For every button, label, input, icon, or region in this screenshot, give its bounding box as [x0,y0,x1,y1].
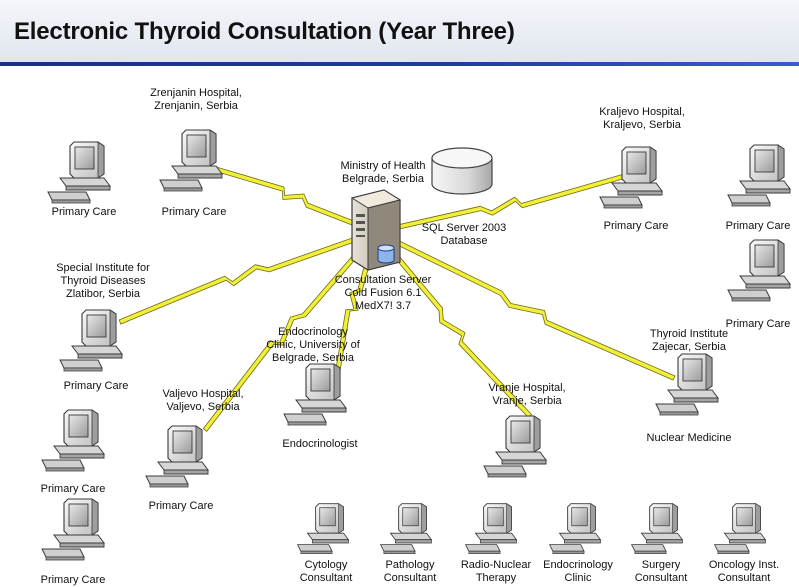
valjevo-label: Valjevo Hospital, Valjevo, Serbia [162,388,243,414]
network-link [374,229,676,381]
zrenjanin-label-line2: Zrenjanin, Serbia [154,100,238,112]
pc5-label: Primary Care [725,318,791,330]
endo-clinic-label-line3: Belgrade, Serbia [272,352,354,364]
zlatibor-label: Special Institute for Thyroid Diseases Z… [56,262,150,301]
computer-icon [549,503,601,555]
endo-clinic-label: Endocrinology Clinic, University of Belg… [266,326,360,365]
endocrinology-clinic-label-line2: Clinic [564,572,592,584]
computer-icon [599,146,663,209]
computer-icon [714,503,766,555]
computer-icon [47,141,111,204]
server-label-line1: Consultation Server [334,274,432,286]
zrenjanin-label-line1: Zrenjanin Hospital, [150,87,242,99]
pc2-label: Primary Care [161,206,227,218]
pc4-label: Primary Care [725,220,791,232]
vranje-label: Vranje Hospital, Vranje, Serbia [488,382,565,408]
pathology-label-line1: Pathology [385,559,435,571]
network-link [118,229,378,325]
ministry-label: Ministry of Health Belgrade, Serbia [341,160,426,186]
pc7-label: Primary Care [40,483,106,495]
valjevo-label-line2: Valjevo, Serbia [166,401,240,413]
zajecar-label-line1: Thyroid Institute [649,328,729,340]
endocrinologist-label: Endocrinologist [282,438,358,450]
computer-icon [283,363,347,426]
oncology-label-line2: Consultant [717,572,771,584]
pathology-label-line2: Consultant [383,572,437,584]
vranje-label-line2: Vranje, Serbia [492,395,562,407]
zlatibor-label-line2: Thyroid Diseases [60,275,146,287]
computer-icon [159,129,223,192]
database-label-line1: SQL Server 2003 [421,222,507,234]
title-rule [0,62,799,66]
database-icon [431,147,493,195]
oncology-label-line1: Oncology Inst. [708,559,780,571]
database-label-line2: Database [440,235,488,247]
computer-icon [631,503,683,555]
radio-nuclear-label-line2: Therapy [475,572,517,584]
oncology-label: Oncology Inst. Consultant [709,559,779,585]
computer-icon [727,239,791,302]
surgery-label-line1: Surgery [641,559,681,571]
valjevo-label-line1: Valjevo Hospital, [162,388,244,400]
endo-clinic-label-line2: Clinic, University of [266,339,360,351]
cytology-label-line2: Consultant [299,572,353,584]
network-link [373,230,533,418]
zajecar-label: Thyroid Institute Zajecar, Serbia [650,328,728,354]
nuclear-medicine-label: Nuclear Medicine [646,432,732,444]
pc1-label: Primary Care [51,206,117,218]
endocrinology-clinic-label-line1: Endocrinology [543,559,613,571]
database-label: SQL Server 2003 Database [422,222,507,248]
kraljevo-label: Kraljevo Hospital, Kraljevo, Serbia [599,106,685,132]
vranje-label-line1: Vranje Hospital, [488,382,566,394]
server-label-line3: MedX7! 3.7 [354,300,412,312]
ministry-label-line1: Ministry of Health [340,160,426,172]
zlatibor-label-line3: Zlatibor, Serbia [66,288,140,300]
zrenjanin-label: Zrenjanin Hospital, Zrenjanin, Serbia [150,87,242,113]
server-label: Consultation Server Cold Fusion 6.1 MedX… [335,274,432,313]
ministry-label-line2: Belgrade, Serbia [342,173,424,185]
computer-icon [145,425,209,488]
computer-icon [41,409,105,472]
computer-icon [655,353,719,416]
computer-icon [297,503,349,555]
endocrinology-clinic-label: Endocrinology Clinic [543,559,613,585]
cytology-label-line1: Cytology [304,559,348,571]
title-bar: Electronic Thyroid Consultation (Year Th… [0,0,799,66]
pc3-label: Primary Care [603,220,669,232]
server-icon [350,189,402,271]
zajecar-label-line2: Zajecar, Serbia [652,341,726,353]
computer-icon [483,415,547,478]
computer-icon [59,309,123,372]
computer-icon [380,503,432,555]
diagram-title: Electronic Thyroid Consultation (Year Th… [14,18,515,45]
pathology-label: Pathology Consultant [384,559,437,585]
kraljevo-label-line2: Kraljevo, Serbia [603,119,681,131]
pc8-label: Primary Care [148,500,214,512]
kraljevo-label-line1: Kraljevo Hospital, [599,106,685,118]
server-label-line2: Cold Fusion 6.1 [344,287,422,299]
cytology-label: Cytology Consultant [300,559,353,585]
zlatibor-label-line1: Special Institute for [56,262,150,274]
pc6-label: Primary Care [63,380,129,392]
computer-icon [41,498,105,561]
surgery-label: Surgery Consultant [635,559,688,585]
computer-icon [465,503,517,555]
radio-nuclear-label-line1: Radio-Nuclear [460,559,532,571]
surgery-label-line2: Consultant [634,572,688,584]
pc9-label: Primary Care [40,574,106,586]
computer-icon [727,144,791,207]
radio-nuclear-label: Radio-Nuclear Therapy [461,559,531,585]
network-link [202,230,379,432]
endo-clinic-label-line1: Endocrinology [278,326,348,338]
